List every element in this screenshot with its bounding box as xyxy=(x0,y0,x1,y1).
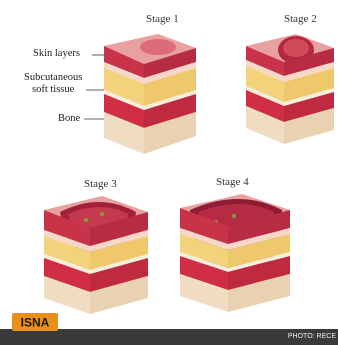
stage-4-illustration xyxy=(176,188,294,316)
svg-text:ISNA: ISNA xyxy=(21,316,50,330)
stage-2-illustration xyxy=(244,28,338,148)
photo-credit: PHOTO: RECE xyxy=(288,333,336,340)
stage-1-illustration xyxy=(100,28,200,158)
isna-logo: ISNA xyxy=(12,313,58,331)
stage-3-illustration xyxy=(40,190,152,318)
